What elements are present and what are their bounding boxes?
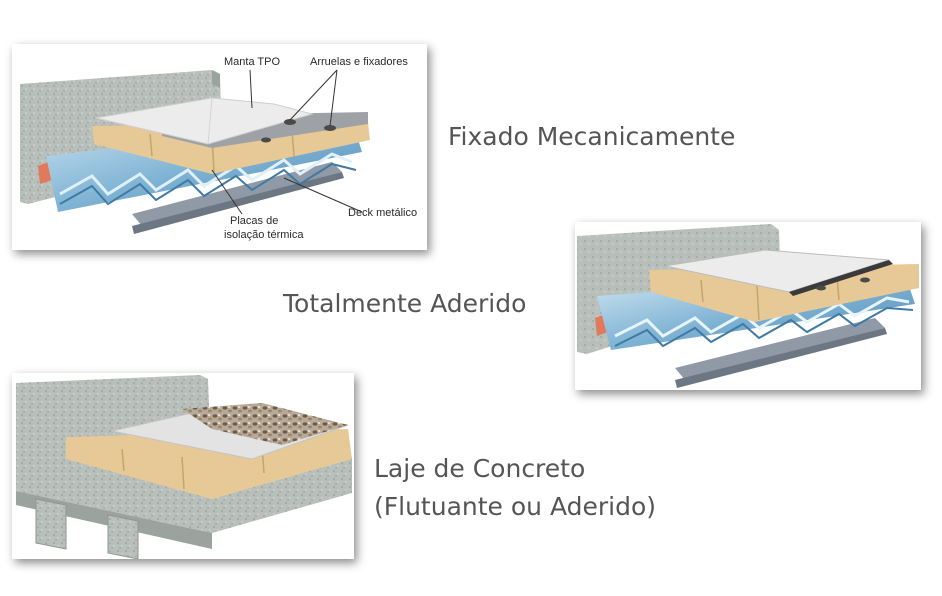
insulation-boards — [92, 122, 370, 174]
steel-beam — [132, 162, 342, 226]
callout-insulation-line2: isolação térmica — [224, 229, 304, 241]
section-title-mechanically-fixed: Fixado Mecanicamente — [448, 122, 736, 151]
washer — [284, 119, 296, 125]
concrete-slab-illustration — [16, 375, 352, 559]
callout-metal-deck: Deck metálico — [348, 207, 417, 219]
gravel-ballast — [182, 403, 348, 445]
callout-tpo-membrane: Manta TPO — [224, 56, 280, 68]
mechanically-fixed-illustration: Manta TPO Arruelas e fixadores Placas de… — [20, 56, 417, 241]
section-title-concrete-slab-line2: (Flutuante ou Aderido) — [374, 492, 657, 521]
washer — [324, 125, 336, 131]
section-title-concrete-slab: Laje de Concreto (Flutuante ou Aderido) — [374, 450, 656, 526]
section-title-concrete-slab-line1: Laje de Concreto — [374, 454, 586, 483]
section-title-fully-adhered: Totalmente Aderido — [283, 289, 527, 318]
callout-washers-fasteners: Arruelas e fixadores — [310, 56, 408, 68]
callout-insulation-line1: Placas de — [230, 215, 278, 227]
fully-adhered-illustration — [577, 224, 919, 388]
diagram-concrete-slab — [12, 373, 354, 559]
diagram-mechanically-fixed: Manta TPO Arruelas e fixadores Placas de… — [12, 44, 427, 250]
tpo-membrane — [95, 97, 314, 145]
diagram-fully-adhered — [575, 222, 921, 390]
insulation-boards — [649, 264, 919, 322]
steel-beam — [675, 318, 885, 380]
concrete-wall — [16, 375, 210, 473]
washer — [261, 137, 271, 143]
